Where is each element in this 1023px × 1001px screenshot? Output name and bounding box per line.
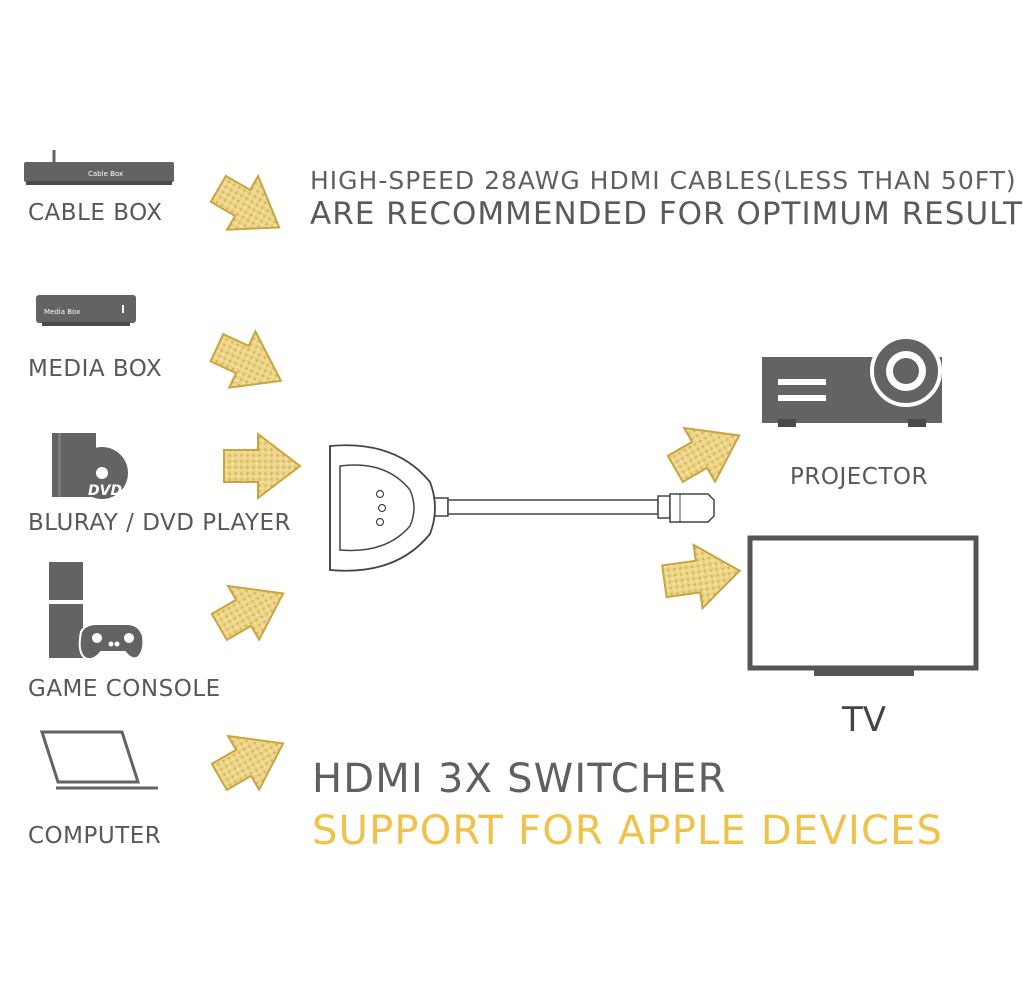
media-box-icon: Media Box <box>36 293 138 329</box>
cable-box-icon: Cable Box <box>24 150 176 190</box>
input-label-computer: COMPUTER <box>28 823 162 849</box>
arrow-right-up-icon <box>666 414 744 484</box>
product-subtitle: SUPPORT FOR APPLE DEVICES <box>312 808 944 854</box>
cable-box-device-text: Cable Box <box>88 170 123 178</box>
laptop-icon <box>38 728 160 794</box>
input-label-game-console: GAME CONSOLE <box>28 676 221 702</box>
cable-note-line1: HIGH-SPEED 28AWG HDMI CABLES(LESS THAN 5… <box>310 166 1017 195</box>
product-title: HDMI 3X SWITCHER <box>312 756 727 802</box>
input-label-media-box: MEDIA BOX <box>28 356 163 382</box>
dvd-logo-text: DVD <box>88 483 122 499</box>
arrow-right-up-icon <box>210 722 288 792</box>
arrow-right-icon <box>661 540 742 611</box>
arrow-right-down-icon <box>209 170 288 240</box>
arrow-right-up-icon <box>210 572 288 642</box>
cable-note-line2: ARE RECOMMENDED FOR OPTIMUM RESULT <box>310 196 1023 232</box>
input-label-dvd: BLURAY / DVD PLAYER <box>28 510 291 536</box>
projector-icon <box>760 335 946 435</box>
hdmi-switcher-icon <box>326 442 726 582</box>
game-console-icon <box>45 562 145 666</box>
projector-label: PROJECTOR <box>790 464 928 490</box>
dvd-player-icon: DVD <box>52 433 132 503</box>
tv-icon <box>747 535 980 678</box>
media-box-device-text: Media Box <box>44 308 80 316</box>
input-label-cable-box: CABLE BOX <box>28 200 163 226</box>
arrow-right-icon <box>222 430 302 501</box>
tv-label: TV <box>842 700 887 740</box>
arrow-right-down-icon <box>209 326 288 396</box>
